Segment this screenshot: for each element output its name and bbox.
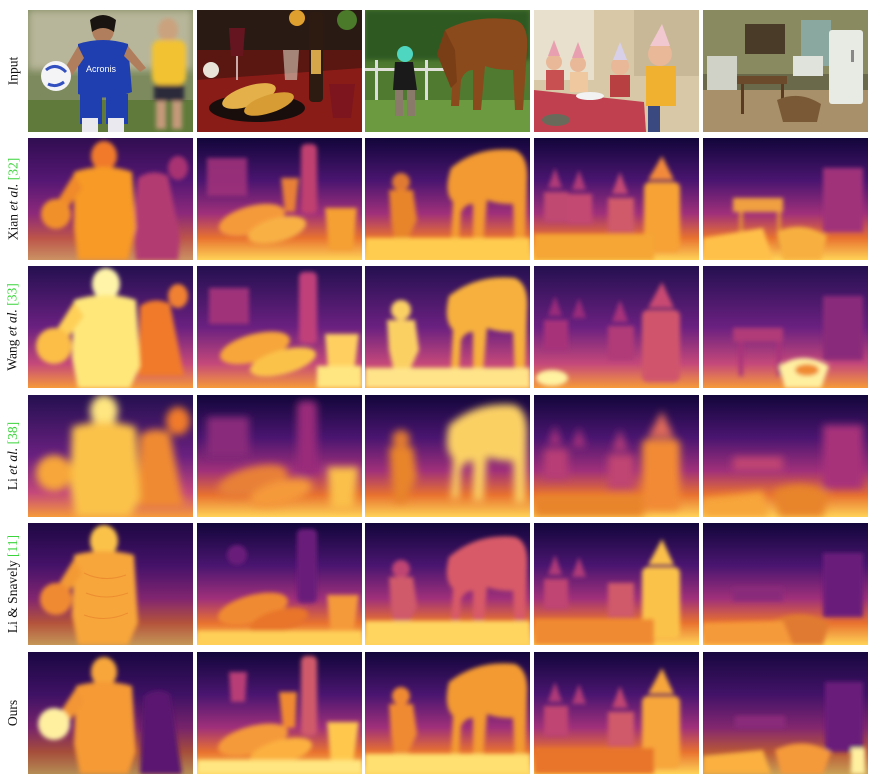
depth-xian-kitchen [703, 138, 868, 260]
depth-wang-party [534, 266, 699, 388]
depth-lisnavely-soccer [28, 523, 193, 645]
depth-lisnavely-table-wine [197, 523, 362, 645]
row-label-ours: Ours [0, 652, 26, 774]
depth-lisnavely-horse [365, 523, 530, 645]
row-label-li-ref: [38] [5, 421, 20, 445]
depth-wang-horse [365, 266, 530, 388]
input-photo-soccer: Acronis [28, 10, 193, 132]
row-label-li-etal: et al. [5, 447, 20, 475]
row-label-xian-etal: et al. [5, 183, 20, 211]
depth-ours-party [534, 652, 699, 774]
row-label-ours-text: Ours [5, 699, 20, 727]
row-label-wang-name: Wang [5, 336, 20, 371]
row-label-xian-ref: [32] [5, 157, 20, 181]
depth-xian-party [534, 138, 699, 260]
row-label-lisnavely-text: Li & Snavely [11] [5, 535, 21, 633]
depth-xian-soccer [28, 138, 193, 260]
depth-wang-kitchen [703, 266, 868, 388]
row-label-xian-name: Xian [5, 210, 20, 241]
depth-li-kitchen [703, 395, 868, 517]
depth-wang-soccer [28, 266, 193, 388]
row-label-input-text: Input [5, 56, 20, 86]
row-label-wang: Wang et al. [33] [0, 266, 26, 388]
row-label-li-name: Li [5, 474, 20, 491]
row-label-lisnavely-ref: [11] [5, 534, 20, 557]
row-label-lisnavely-name: Li & Snavely [5, 556, 20, 634]
row-label-wang-ref: [33] [5, 283, 20, 306]
depth-xian-table-wine [197, 138, 362, 260]
input-photo-party [534, 10, 699, 132]
depth-ours-kitchen [703, 652, 868, 774]
row-label-lisnavely: Li & Snavely [11] [0, 523, 26, 645]
input-photo-kitchen [703, 10, 868, 132]
depth-ours-horse [365, 652, 530, 774]
row-label-wang-text: Wang et al. [33] [5, 283, 21, 370]
row-label-li-text: Li et al. [38] [5, 422, 21, 490]
row-label-xian: Xian et al. [32] [0, 138, 26, 260]
row-label-li: Li et al. [38] [0, 395, 26, 517]
depth-ours-soccer [28, 652, 193, 774]
depth-li-soccer [28, 395, 193, 517]
depth-wang-table-wine [197, 266, 362, 388]
input-photo-horse [365, 10, 530, 132]
depth-xian-horse [365, 138, 530, 260]
depth-li-horse [365, 395, 530, 517]
row-label-xian-text: Xian et al. [32] [5, 158, 21, 241]
shirt-logo-text: Acronis [86, 64, 117, 74]
depth-li-party [534, 395, 699, 517]
depth-li-table-wine [197, 395, 362, 517]
depth-ours-table-wine [197, 652, 362, 774]
row-label-wang-etal: et al. [5, 309, 20, 337]
depth-lisnavely-party [534, 523, 699, 645]
input-photo-table-wine [197, 10, 362, 132]
row-label-input: Input [0, 10, 26, 132]
depth-lisnavely-kitchen [703, 523, 868, 645]
